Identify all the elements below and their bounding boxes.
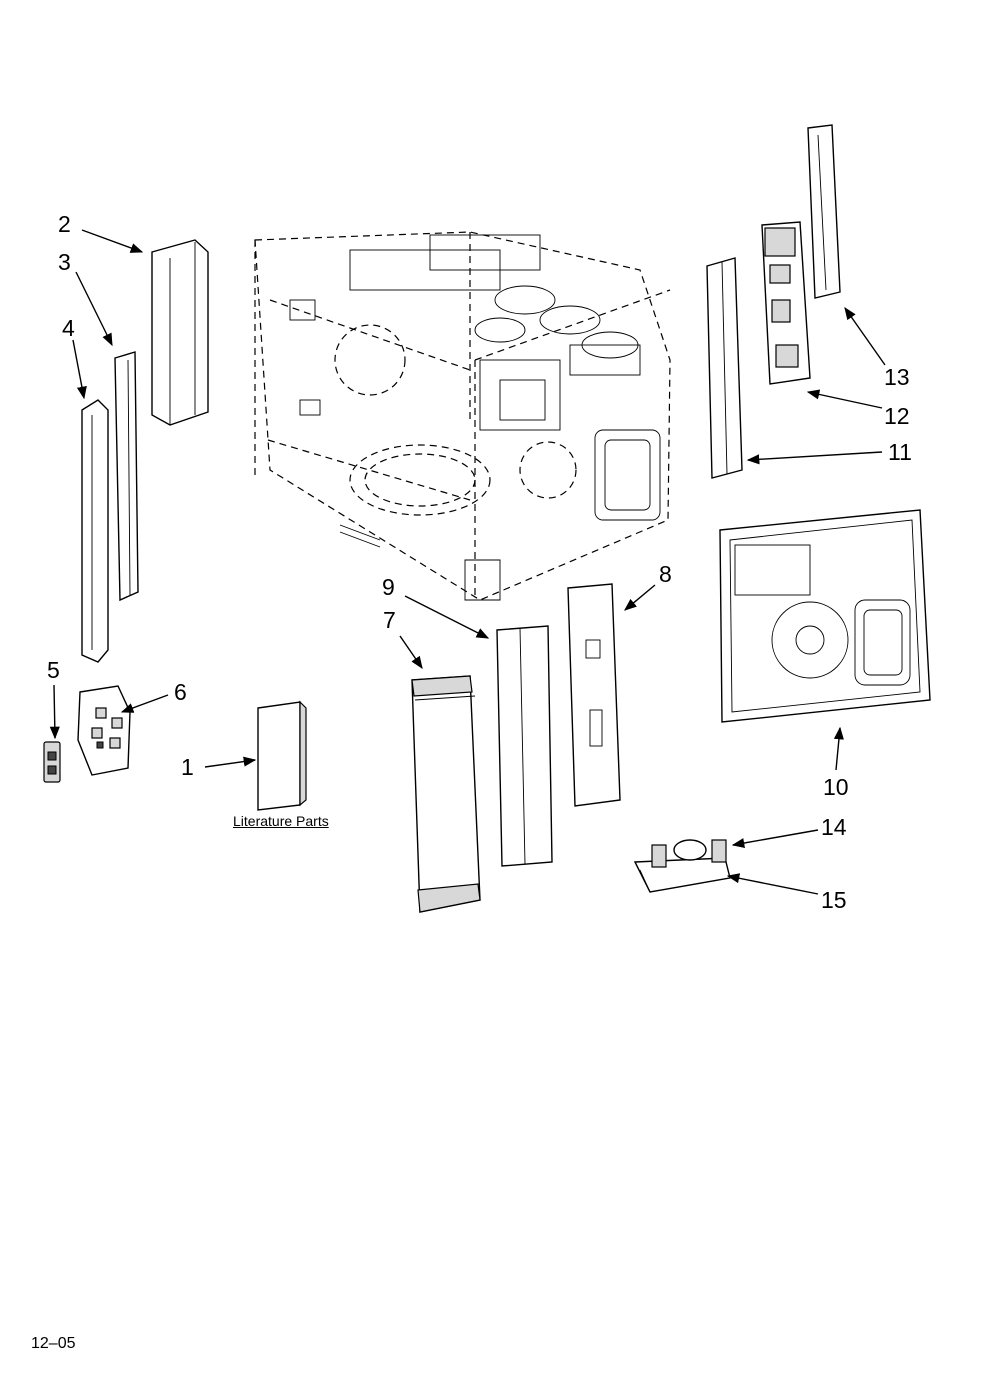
part-2-side-bracket[interactable] bbox=[151, 239, 209, 426]
leader-arrows bbox=[49, 229, 886, 895]
part-10-back-panel[interactable] bbox=[719, 509, 931, 723]
callout-11: 11 bbox=[888, 439, 912, 465]
part-1-literature-book[interactable] bbox=[257, 700, 307, 811]
part-13-top-bracket[interactable] bbox=[807, 124, 841, 299]
callout-12: 12 bbox=[884, 403, 910, 429]
callout-1: 1 bbox=[181, 754, 194, 780]
part-5-switch[interactable] bbox=[43, 741, 61, 783]
callout-5: 5 bbox=[47, 657, 60, 683]
part-12-relay-board[interactable] bbox=[761, 221, 811, 385]
literature-parts-label: Literature Parts bbox=[233, 813, 329, 829]
part-14-15-motor-assembly[interactable] bbox=[633, 839, 731, 893]
part-7-front-panel[interactable] bbox=[411, 675, 481, 913]
callout-6: 6 bbox=[174, 679, 187, 705]
oven-cavity-assembly bbox=[254, 231, 671, 601]
callout-8: 8 bbox=[659, 561, 672, 587]
part-11-vertical-rail[interactable] bbox=[706, 257, 743, 479]
page-code: 12–05 bbox=[31, 1335, 76, 1352]
callout-3: 3 bbox=[58, 249, 71, 275]
part-9-inner-panel[interactable] bbox=[496, 625, 553, 867]
callout-9: 9 bbox=[382, 574, 395, 600]
part-6-control-board[interactable] bbox=[77, 685, 131, 776]
part-4-side-vent[interactable] bbox=[81, 399, 109, 663]
part-3-side-trim[interactable] bbox=[114, 351, 139, 602]
callout-4: 4 bbox=[62, 315, 75, 341]
callout-10: 10 bbox=[823, 774, 849, 800]
callout-2: 2 bbox=[58, 211, 71, 237]
callout-7: 7 bbox=[383, 607, 396, 633]
callout-14: 14 bbox=[821, 814, 847, 840]
callout-15: 15 bbox=[821, 887, 847, 913]
callout-13: 13 bbox=[884, 364, 910, 390]
part-8-mounting-plate[interactable] bbox=[567, 583, 621, 807]
